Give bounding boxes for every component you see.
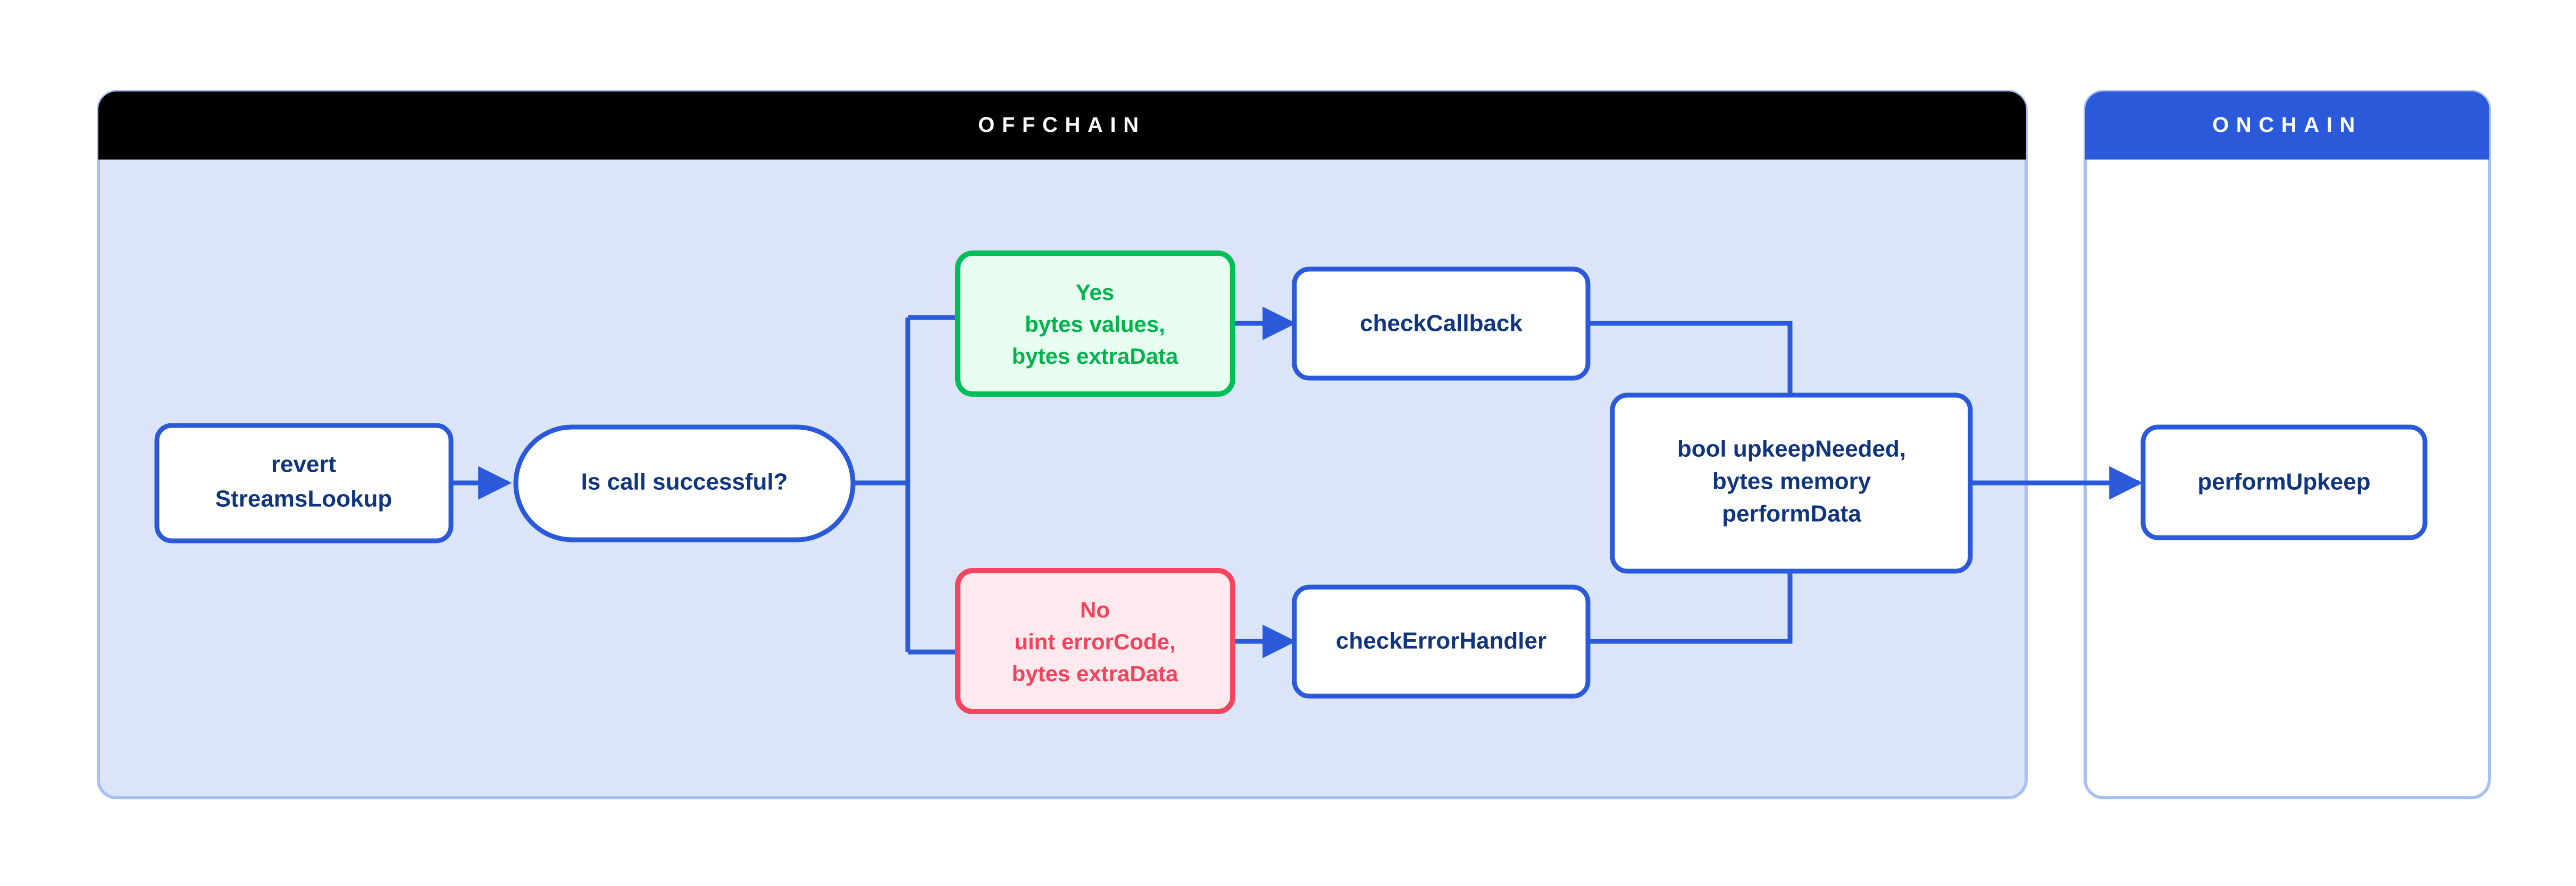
node-yes-branch-box[interactable] [955, 250, 1235, 397]
node-upkeep-needed-line-1: bool upkeepNeeded, [1677, 436, 1906, 462]
node-upkeep-needed-line-3: performData [1722, 501, 1861, 527]
node-is-call-successful[interactable]: Is call successful? [513, 424, 856, 542]
node-check-error-handler-box[interactable] [1292, 584, 1591, 699]
node-is-call-successful-label: Is call successful? [581, 469, 788, 495]
node-no-branch-box[interactable] [955, 568, 1235, 714]
node-yes-branch-line-2: bytes values, [1025, 312, 1165, 337]
node-no-branch-line-1: No [1080, 597, 1110, 622]
node-revert-streamslookup-box[interactable] [154, 423, 454, 544]
node-check-callback[interactable]: checkCallback [1292, 266, 1591, 381]
node-perform-upkeep-box[interactable] [2140, 424, 2428, 540]
node-check-error-handler[interactable]: checkErrorHandler [1292, 584, 1591, 699]
node-revert-streamslookup-line-2: StreamsLookup [215, 486, 392, 512]
node-no-branch-line-2: uint errorCode, [1014, 629, 1175, 654]
node-yes-branch-line-1: Yes [1076, 280, 1114, 305]
node-upkeep-needed-box[interactable] [1610, 392, 1973, 574]
node-check-callback-box[interactable] [1292, 266, 1591, 381]
node-perform-upkeep-label: performUpkeep [2197, 469, 2370, 495]
node-no-branch[interactable]: No uint errorCode, bytes extraData [955, 568, 1235, 714]
node-perform-upkeep[interactable]: performUpkeep [2140, 424, 2428, 540]
node-yes-branch[interactable]: Yes bytes values, bytes extraData [955, 250, 1235, 397]
node-check-error-handler-label: checkErrorHandler [1336, 628, 1546, 654]
node-is-call-successful-box[interactable] [513, 424, 856, 542]
offchain-header-bar [98, 91, 2026, 160]
offchain-header-label: OFFCHAIN [978, 113, 1145, 137]
connector-layer [451, 306, 2143, 658]
node-upkeep-needed-line-2: bytes memory [1712, 469, 1871, 495]
node-upkeep-needed[interactable]: bool upkeepNeeded, bytes memory performD… [1610, 392, 1973, 574]
onchain-header-bar [2085, 91, 2489, 160]
node-check-callback-label: checkCallback [1360, 311, 1523, 337]
edge-check-error-handler-to-upkeep [1588, 570, 1793, 644]
node-yes-branch-line-3: bytes extraData [1012, 344, 1178, 369]
onchain-header-label: ONCHAIN [2212, 113, 2362, 137]
node-revert-streamslookup-line-1: revert [271, 452, 337, 478]
node-revert-streamslookup[interactable]: revert StreamsLookup [154, 423, 454, 544]
edge-check-callback-to-upkeep [1588, 321, 1793, 396]
node-no-branch-line-3: bytes extraData [1012, 661, 1178, 686]
